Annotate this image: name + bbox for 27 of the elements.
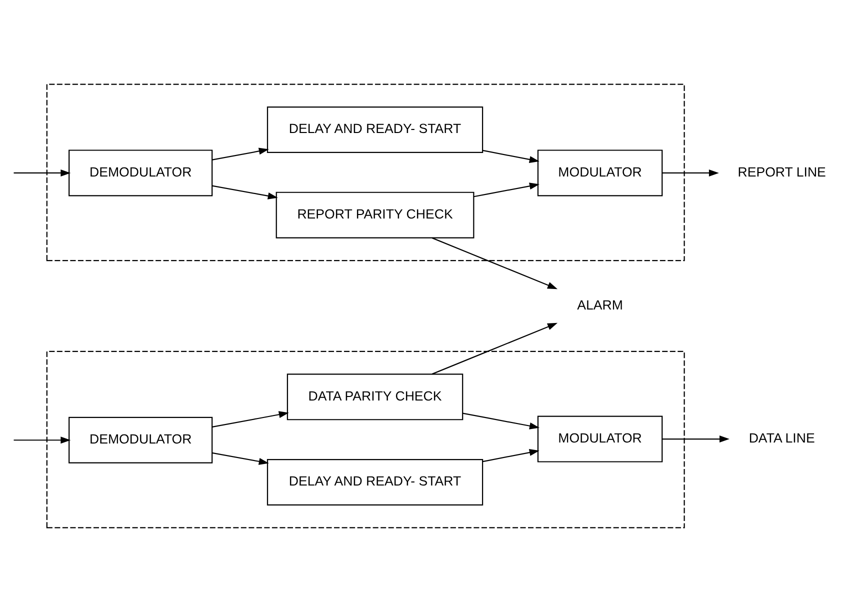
arrow: [14, 168, 71, 176]
arrow: [212, 410, 289, 428]
arrow: [474, 182, 540, 197]
arrow: [14, 436, 71, 444]
node-box: REPORT PARITY CHECK: [276, 191, 474, 238]
arrow: [662, 168, 719, 176]
node-box: DELAY AND READY- START: [266, 106, 484, 153]
cluster: [46, 83, 685, 261]
arrow: [212, 452, 269, 464]
arrow: [462, 412, 540, 429]
node-box: MODULATOR: [537, 149, 663, 196]
arrow: [432, 236, 558, 289]
node-text: DATA LINE: [748, 430, 815, 445]
node-text: ALARM: [577, 296, 623, 312]
node-box: DATA PARITY CHECK: [286, 373, 464, 420]
node-box: DEMODULATOR: [68, 149, 213, 196]
arrow: [482, 149, 540, 162]
node-box: DEMODULATOR: [68, 416, 213, 463]
arrow: [212, 147, 269, 160]
arrow: [662, 435, 730, 442]
node-text: REPORT LINE: [738, 164, 826, 179]
node-box: MODULATOR: [537, 415, 663, 462]
arrow: [482, 448, 540, 462]
arrow: [212, 184, 278, 199]
arrow: [432, 322, 558, 374]
cluster: [46, 350, 685, 528]
node-box: DELAY AND READY- START: [266, 458, 484, 506]
